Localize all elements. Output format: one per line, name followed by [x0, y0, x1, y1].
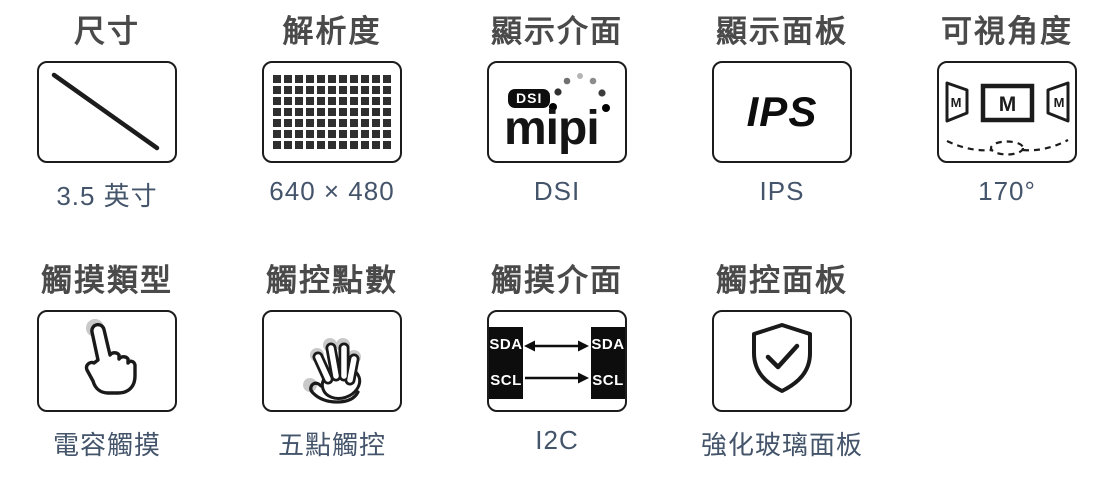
spec-heading: 解析度	[282, 14, 382, 49]
spec-card-touch-type: 觸摸類型 電容觸摸	[22, 263, 192, 462]
check-mark-icon	[765, 343, 799, 370]
spec-card-touch-interface: 觸摸介面 SDA SCL SDA SCL I2C	[472, 263, 642, 456]
mipi-dot-arc-icon	[549, 72, 610, 112]
spec-heading: 顯示介面	[491, 14, 623, 49]
screen-diagonal-icon	[37, 60, 177, 163]
ips-panel-icon: IPS	[712, 60, 852, 163]
touch-finger-icon	[37, 309, 177, 412]
spec-value: IPS	[759, 175, 805, 206]
open-hand-icon	[302, 338, 361, 404]
spec-heading: 觸控面板	[716, 263, 848, 298]
five-finger-touch-icon	[262, 309, 402, 412]
spec-value: 五點觸控	[277, 429, 386, 460]
scl-label: SCL	[592, 372, 624, 390]
spec-value: 3.5 英寸	[56, 180, 158, 211]
spec-card-size: 尺寸 3.5 英寸	[22, 14, 192, 213]
spec-heading: 觸摸類型	[41, 263, 173, 298]
spec-value: I2C	[535, 424, 579, 455]
spec-value: 170°	[978, 175, 1036, 206]
spec-card-display-panel: 顯示面板 IPS IPS	[697, 14, 867, 207]
viewing-angle-monitors-icon: M M M	[937, 60, 1077, 163]
monitor-letter: M	[1053, 95, 1064, 110]
spec-value: 強化玻璃面板	[700, 429, 863, 460]
spec-card-resolution: 解析度 640 × 480	[247, 14, 417, 207]
spec-heading: 顯示面板	[716, 14, 848, 49]
monitor-letter: M	[950, 95, 961, 110]
shield-icon	[751, 323, 812, 394]
spec-card-viewing-angle: 可視角度 M M M 170°	[922, 14, 1092, 207]
spec-card-touch-points: 觸控點數	[247, 263, 417, 462]
sda-label: SDA	[489, 336, 523, 354]
dsi-badge: DSI	[508, 88, 551, 109]
spec-value: 640 × 480	[269, 175, 395, 206]
spec-value: 電容觸摸	[52, 429, 161, 460]
pixel-grid-icon	[262, 60, 402, 163]
monitors-icon: M M M	[945, 81, 1069, 156]
i2c-right-node: SDA SCL	[591, 326, 625, 399]
bus-arrows-icon	[524, 340, 589, 384]
shield-check-icon	[712, 309, 852, 412]
spec-card-touch-panel: 觸控面板 強化玻璃面板	[697, 263, 867, 462]
scl-label: SCL	[490, 372, 522, 390]
spec-card-display-interface: 顯示介面 DSI mipi DSI	[472, 14, 642, 207]
diagonal-line-icon	[51, 72, 159, 151]
i2c-bus-icon: SDA SCL SDA SCL	[487, 309, 627, 412]
ips-text: IPS	[746, 87, 818, 135]
i2c-left-node: SDA SCL	[489, 326, 523, 399]
sda-label: SDA	[591, 336, 625, 354]
monitor-letter: M	[998, 93, 1016, 116]
spec-heading: 尺寸	[74, 14, 140, 49]
pixel-grid	[273, 74, 391, 149]
spec-heading: 觸控點數	[266, 263, 398, 298]
spec-heading: 可視角度	[941, 14, 1073, 49]
mipi-dsi-logo-icon: DSI mipi	[487, 60, 627, 163]
spec-value: DSI	[533, 175, 581, 206]
mipi-logo-text: mipi	[504, 101, 600, 155]
spec-heading: 觸摸介面	[491, 263, 623, 298]
pointing-hand-icon	[84, 319, 137, 395]
